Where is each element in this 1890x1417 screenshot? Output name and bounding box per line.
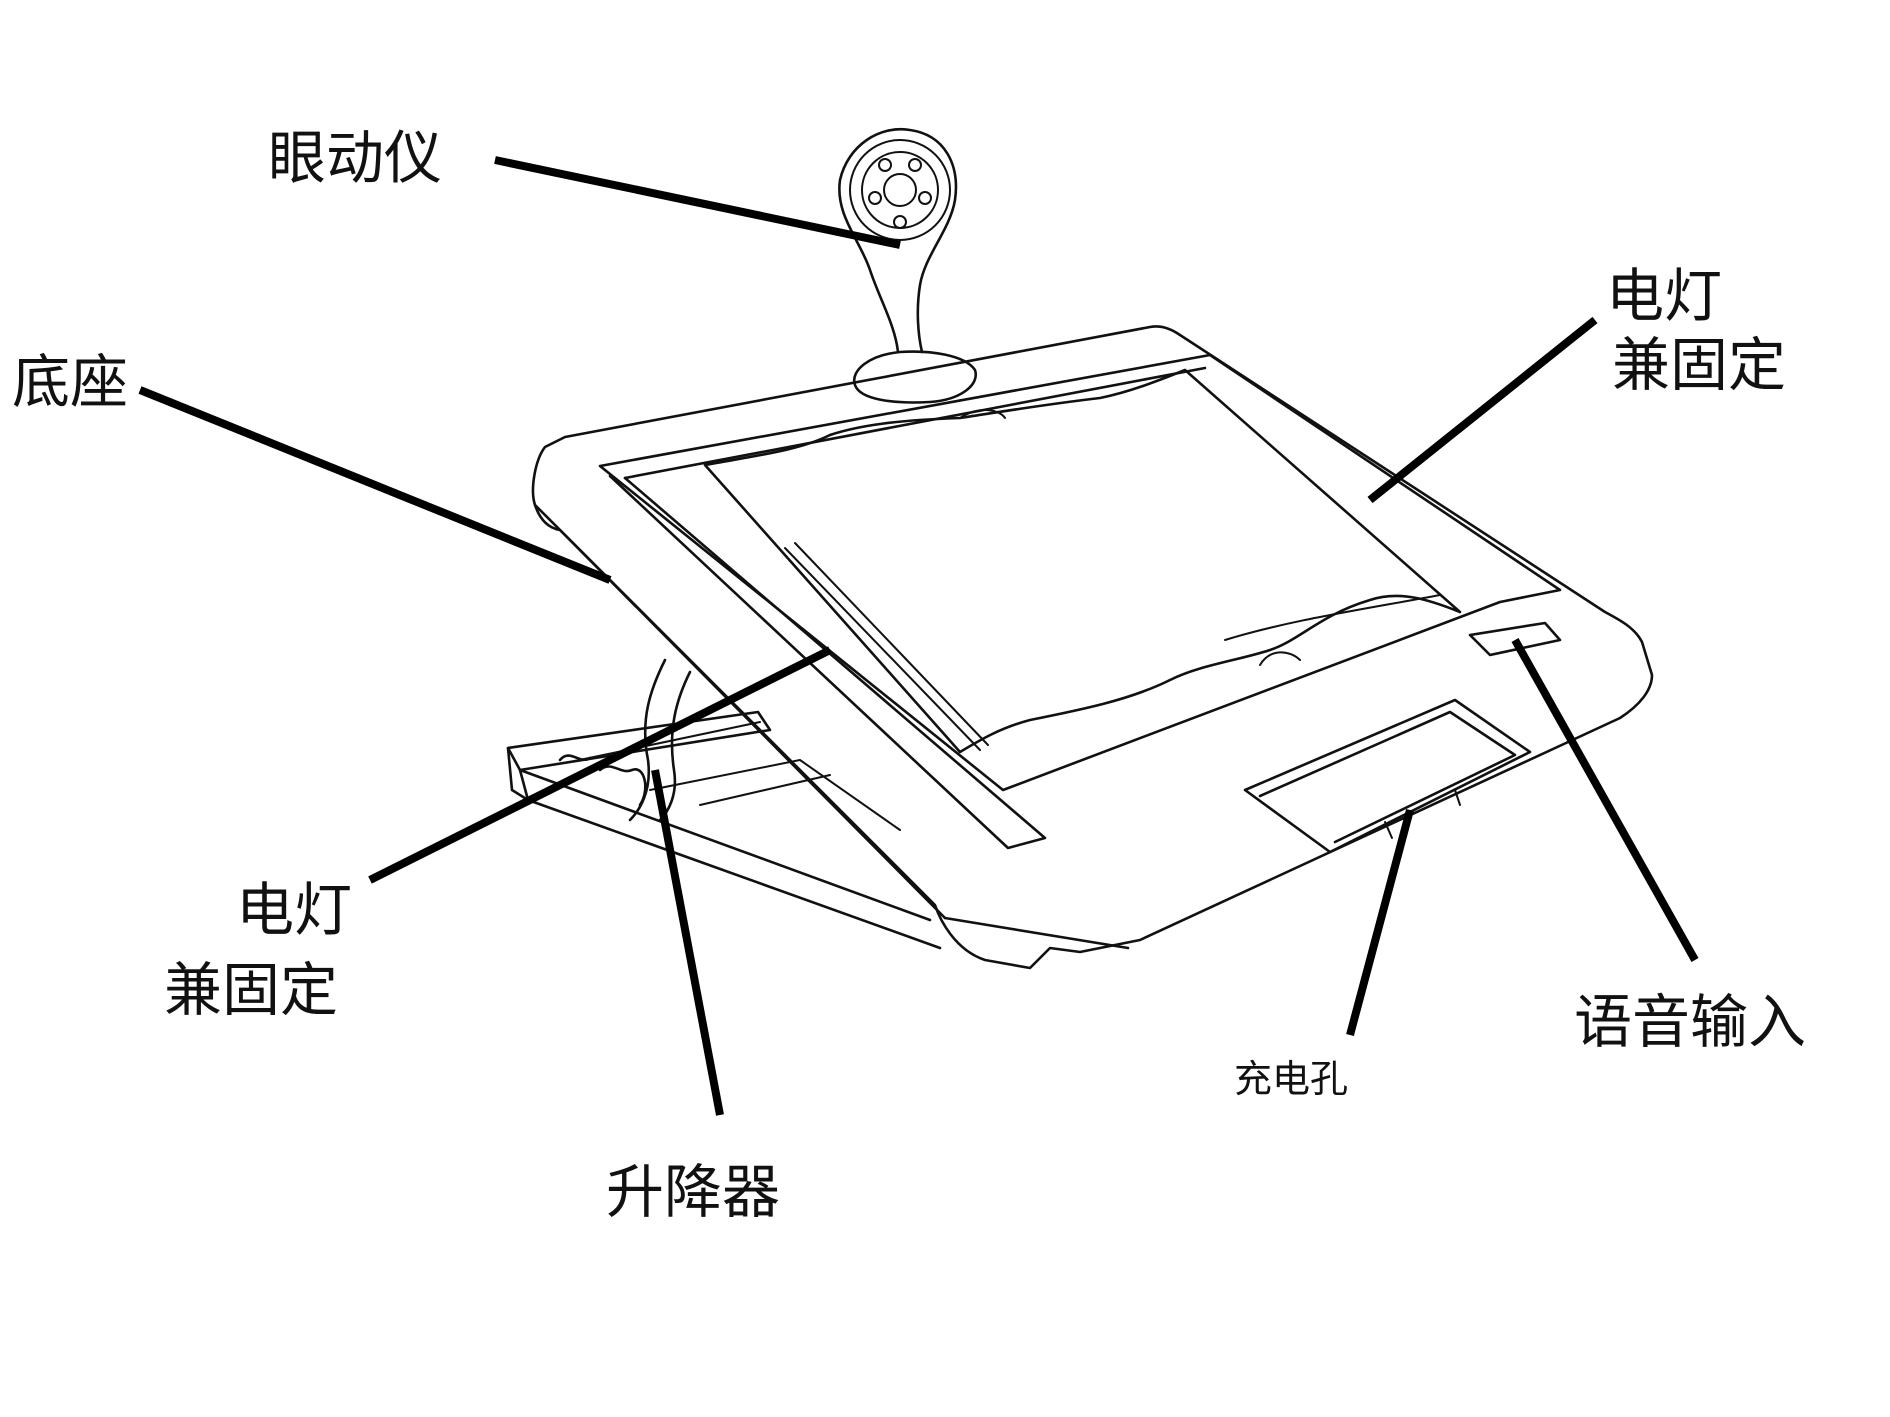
leader-lifter	[651, 769, 724, 1116]
leader-charging-port	[1346, 808, 1414, 1037]
label-base: 底座	[12, 348, 128, 416]
leader-base	[138, 386, 612, 584]
leader-voice-input	[1511, 638, 1699, 962]
charging-port-slot	[1243, 698, 1532, 854]
leader-lines	[138, 156, 1699, 1116]
eye-tracker-camera	[838, 127, 978, 404]
leader-eye-tracker	[494, 156, 901, 249]
label-lamp-left-line1: 电灯	[236, 876, 352, 944]
labels: 眼动仪 底座 电灯 兼固定 电灯 兼固定 语音输入 充电孔 升降器	[12, 124, 1806, 1226]
label-eye-tracker: 眼动仪	[268, 124, 442, 192]
leader-lamp-right	[1367, 316, 1598, 504]
base-tray	[506, 710, 942, 950]
board-outer-frame	[531, 325, 1654, 970]
label-voice-input: 语音输入	[1574, 988, 1806, 1056]
label-lifter: 升降器	[606, 1158, 780, 1226]
book-pages	[703, 368, 1462, 754]
voice-input-box	[1468, 621, 1562, 657]
tablet-stand-sketch	[506, 127, 1654, 970]
leader-lamp-left	[368, 646, 832, 884]
label-lamp-right-line1: 电灯	[1606, 262, 1722, 330]
label-charging-port: 充电孔	[1234, 1057, 1348, 1101]
board-inner-frame	[598, 353, 1562, 850]
label-lamp-left-line2: 兼固定	[164, 956, 338, 1024]
lifter-arm	[558, 658, 692, 822]
label-lamp-right-line2: 兼固定	[1612, 331, 1786, 399]
